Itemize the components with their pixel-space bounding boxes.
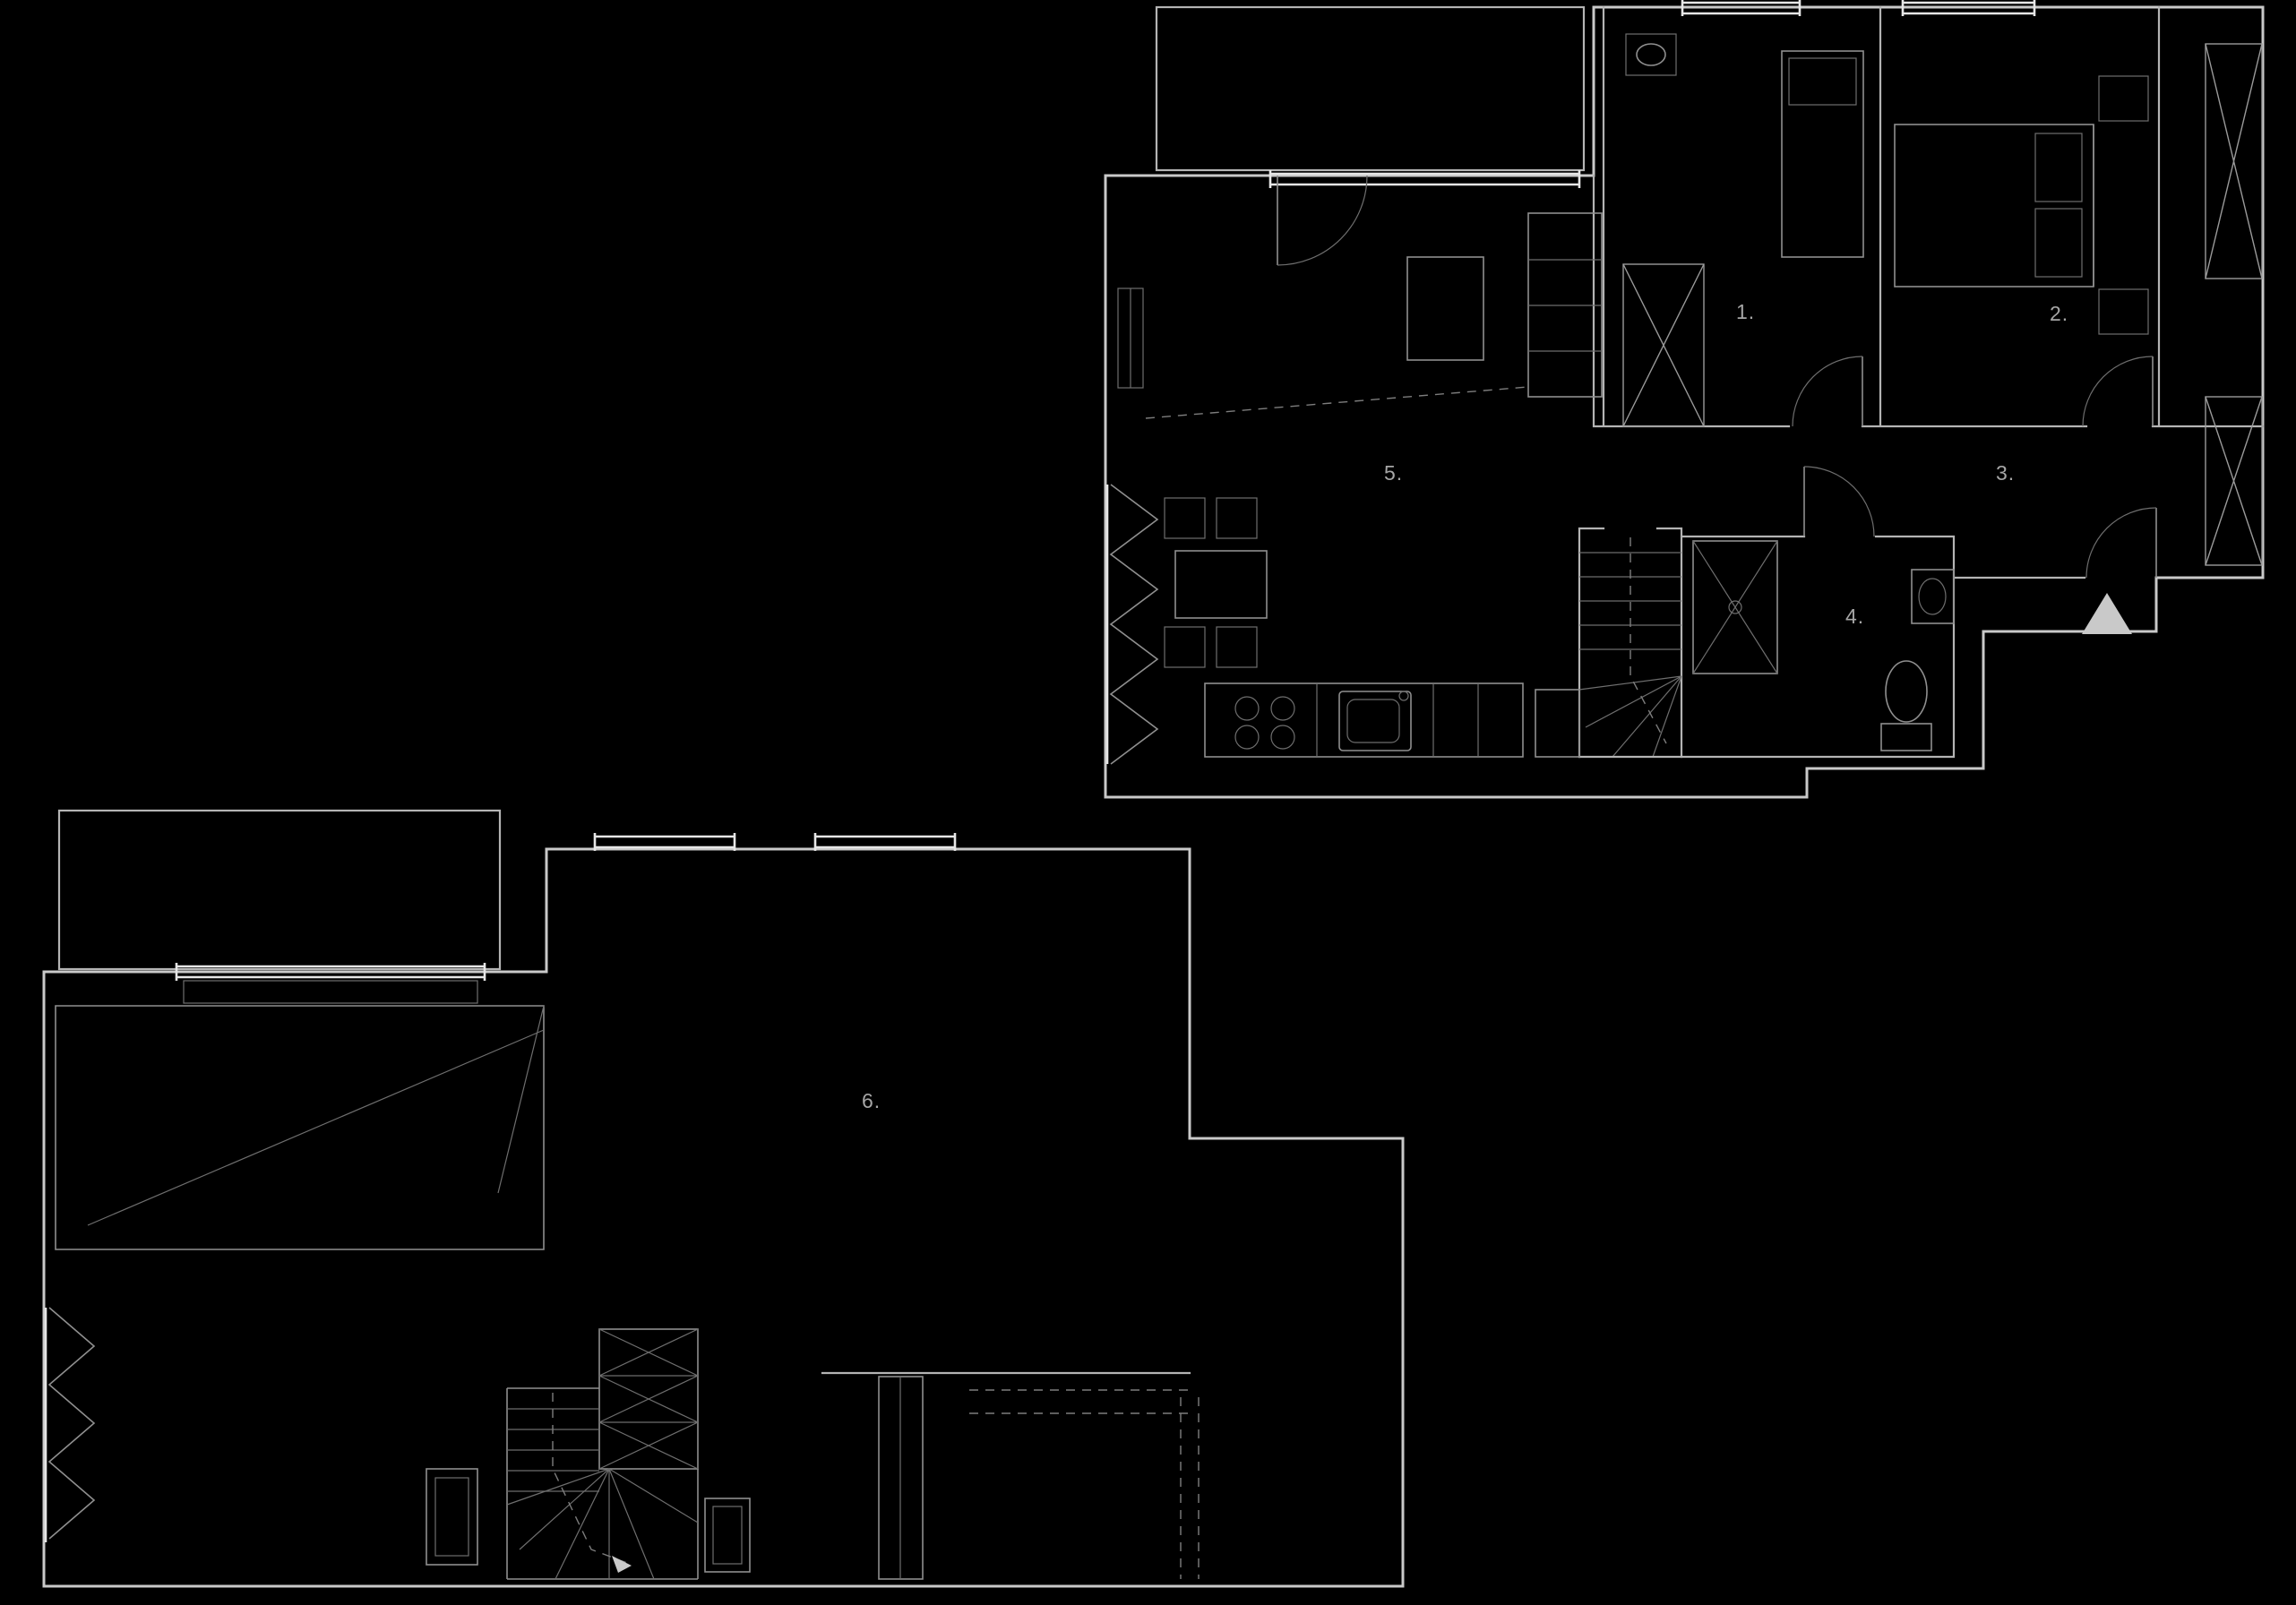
door-jamb [878, 1376, 924, 1580]
lower-floor-plan: 6. [42, 809, 1405, 1588]
lower-balcony [57, 809, 502, 1004]
door-entrance [2085, 507, 2157, 579]
door-balcony [1277, 175, 1368, 266]
bed-single [1781, 50, 1864, 258]
shower [1692, 540, 1778, 674]
radiator [1117, 288, 1144, 389]
entrance-arrow [2082, 593, 2132, 634]
shelf-cabinet [1527, 212, 1603, 398]
staircase-lower [506, 1328, 699, 1580]
room-label-1: 1. [1736, 300, 1755, 323]
ceiling-slope-line [1145, 386, 1529, 419]
door-room1 [1792, 356, 1863, 427]
kitchen-sink [1338, 691, 1412, 751]
toilet [1880, 660, 1932, 751]
tv-cabinet [1406, 256, 1484, 361]
upper-top-windows [1681, 0, 2036, 16]
shaft-x-bottom [2205, 396, 2263, 566]
room-label-2: 2. [2050, 302, 2068, 325]
door-bathroom [1803, 466, 1875, 537]
upper-interior-walls [1578, 5, 2265, 759]
upper-balcony [1155, 5, 1586, 188]
kitchen-counter [1204, 682, 1524, 758]
overhead-dashed-lines [969, 1389, 1200, 1579]
wardrobe-x-room1 [1622, 263, 1705, 427]
room-label-6: 6. [862, 1089, 881, 1112]
upper-outer-walls [1104, 5, 2265, 799]
staircase-upper [1578, 537, 1683, 759]
washbasin-nook [1625, 33, 1677, 76]
folding-window-upper [1105, 484, 1159, 765]
upper-floor-plan: 1. 2. 3. 4. 5. [1104, 0, 2265, 799]
alcove-platform [55, 1005, 545, 1250]
lower-top-windows [593, 833, 957, 851]
room-label-5: 5. [1384, 461, 1403, 485]
dining-set [1164, 497, 1268, 668]
door-room2 [2082, 356, 2154, 427]
shaft-x-top [2205, 43, 2263, 279]
column-right [704, 1498, 751, 1573]
washbasin-bathroom [1911, 569, 1955, 624]
folding-window-lower [44, 1307, 96, 1542]
stair-shaft [1535, 689, 1580, 758]
column-left [426, 1468, 478, 1566]
room-label-4: 4. [1845, 605, 1864, 628]
bed-double [1894, 75, 2149, 335]
stove [1234, 696, 1295, 750]
room-label-3: 3. [1996, 461, 2015, 485]
lower-outer-walls [42, 847, 1405, 1588]
